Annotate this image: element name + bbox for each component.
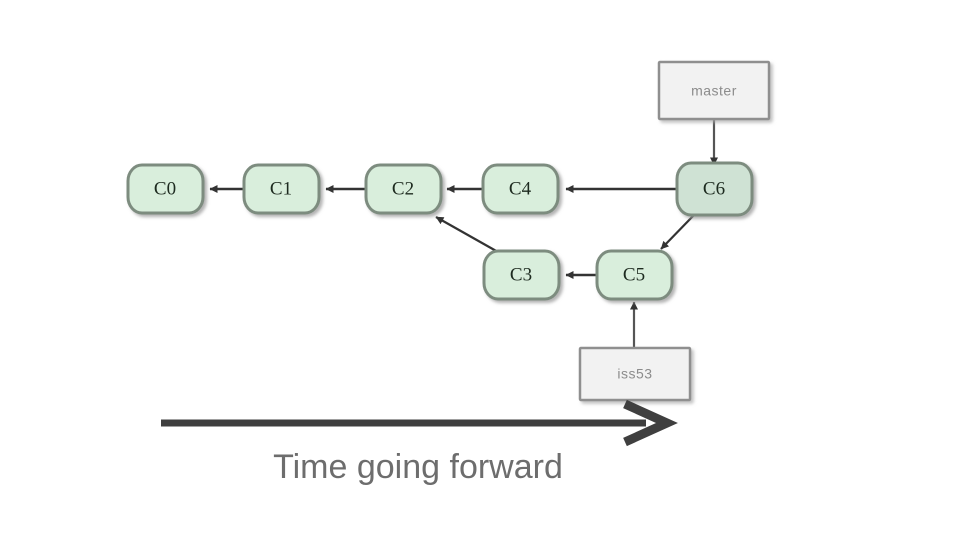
commit-node-c0-label: C0 — [154, 178, 176, 199]
commit-node-c4-shape[interactable] — [481, 163, 560, 215]
edge-c3-to-c2 — [435, 216, 499, 253]
branch-box-iss53-label: iss53 — [617, 366, 652, 382]
time-arrow — [161, 399, 678, 447]
commit-node-c1-shape[interactable] — [242, 163, 321, 215]
commit-node-c1[interactable]: C1 — [242, 163, 321, 215]
commit-node-c5-shape[interactable] — [595, 249, 674, 301]
commit-node-c6-shape[interactable] — [675, 161, 754, 217]
branch-box-iss53-rect[interactable] — [578, 346, 692, 402]
branch-box-iss53[interactable]: iss53 — [578, 346, 692, 402]
commit-node-c0[interactable]: C0 — [126, 163, 205, 215]
commit-node-c6[interactable]: C6 — [675, 161, 754, 217]
edge-c6-to-c5 — [660, 214, 695, 250]
commit-node-c6-label: C6 — [703, 178, 725, 199]
commit-node-c5-label: C5 — [623, 264, 645, 285]
commit-node-c4-label: C4 — [509, 178, 532, 199]
branch-box-master-rect[interactable] — [657, 60, 771, 121]
commit-node-c2[interactable]: C2 — [364, 163, 443, 215]
commit-node-c1-label: C1 — [270, 178, 292, 199]
commit-node-c3-label: C3 — [510, 264, 532, 285]
commit-node-c3-shape[interactable] — [482, 249, 561, 301]
commit-node-c0-shape[interactable] — [126, 163, 205, 215]
branch-box-master-label: master — [691, 83, 737, 99]
branch-box-master[interactable]: master — [657, 60, 771, 121]
time-caption: Time going forward — [273, 448, 563, 486]
edge-group — [209, 120, 718, 347]
commit-node-c5[interactable]: C5 — [595, 249, 674, 301]
commit-node-c2-label: C2 — [392, 178, 414, 199]
commit-node-c4[interactable]: C4 — [481, 163, 560, 215]
commit-node-c2-shape[interactable] — [364, 163, 443, 215]
time-arrow-head-icon — [623, 399, 678, 447]
commit-node-c3[interactable]: C3 — [482, 249, 561, 301]
